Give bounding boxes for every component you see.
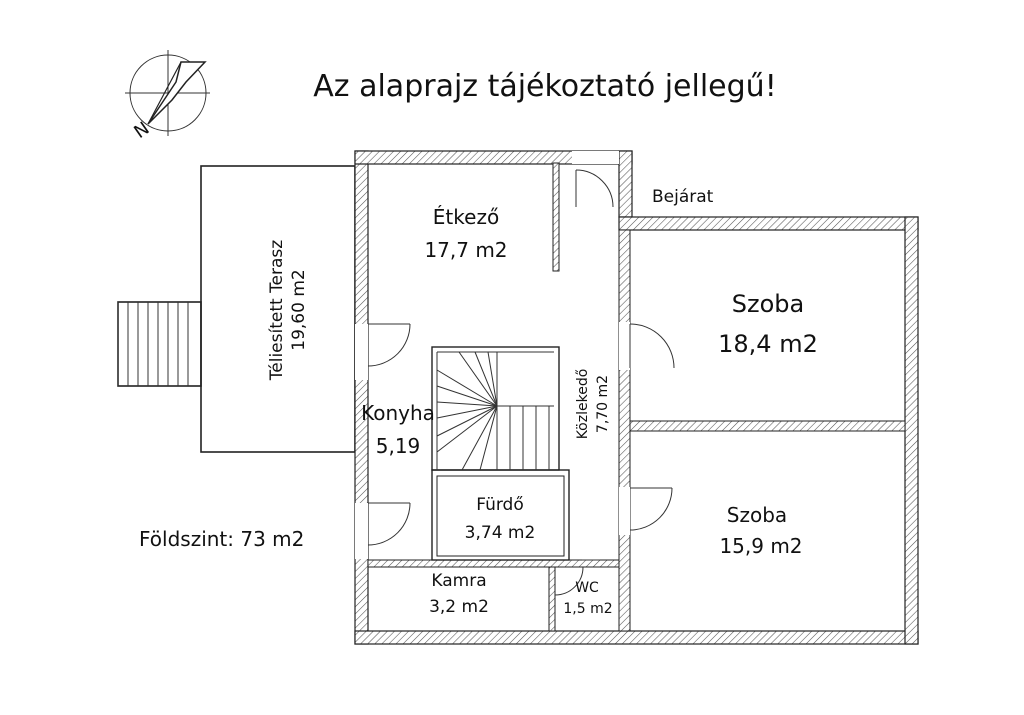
room-szoba1-name: Szoba <box>732 290 804 318</box>
walls <box>354 150 919 645</box>
doors <box>367 169 675 596</box>
total-area-label: Földszint: 73 m2 <box>139 527 304 551</box>
plan-title: Az alaprajz tájékoztató jellegű! <box>313 69 776 104</box>
room-szoba2-area: 15,9 m2 <box>719 534 802 558</box>
room-kamra-area: 3,2 m2 <box>429 597 489 617</box>
room-szoba1-area: 18,4 m2 <box>718 330 818 358</box>
room-wc-area: 1,5 m2 <box>563 601 612 617</box>
room-konyha-name: Konyha <box>361 401 435 425</box>
compass-icon: N <box>125 50 210 143</box>
room-konyha-area: 5,19 <box>376 434 421 458</box>
room-kamra-name: Kamra <box>431 571 486 591</box>
room-szoba2-name: Szoba <box>727 503 787 527</box>
staircase <box>431 346 560 471</box>
terrace-stairs <box>117 301 202 387</box>
room-furdo-area: 3,74 m2 <box>465 523 536 543</box>
terrace: Téliesített Terasz 19,60 m2 <box>117 165 356 453</box>
room-kozlekedo-name: Közlekedő <box>575 369 591 440</box>
room-furdo-name: Fürdő <box>476 495 524 515</box>
terrace-name: Téliesített Terasz <box>267 240 287 382</box>
terrace-area: 19,60 m2 <box>289 269 309 350</box>
entrance-label: Bejárat <box>652 187 714 207</box>
room-wc-name: WC <box>575 580 599 596</box>
room-kozlekedo-area: 7,70 m2 <box>595 375 611 433</box>
room-etkezo-name: Étkező <box>433 205 499 229</box>
room-etkezo-area: 17,7 m2 <box>424 238 507 262</box>
